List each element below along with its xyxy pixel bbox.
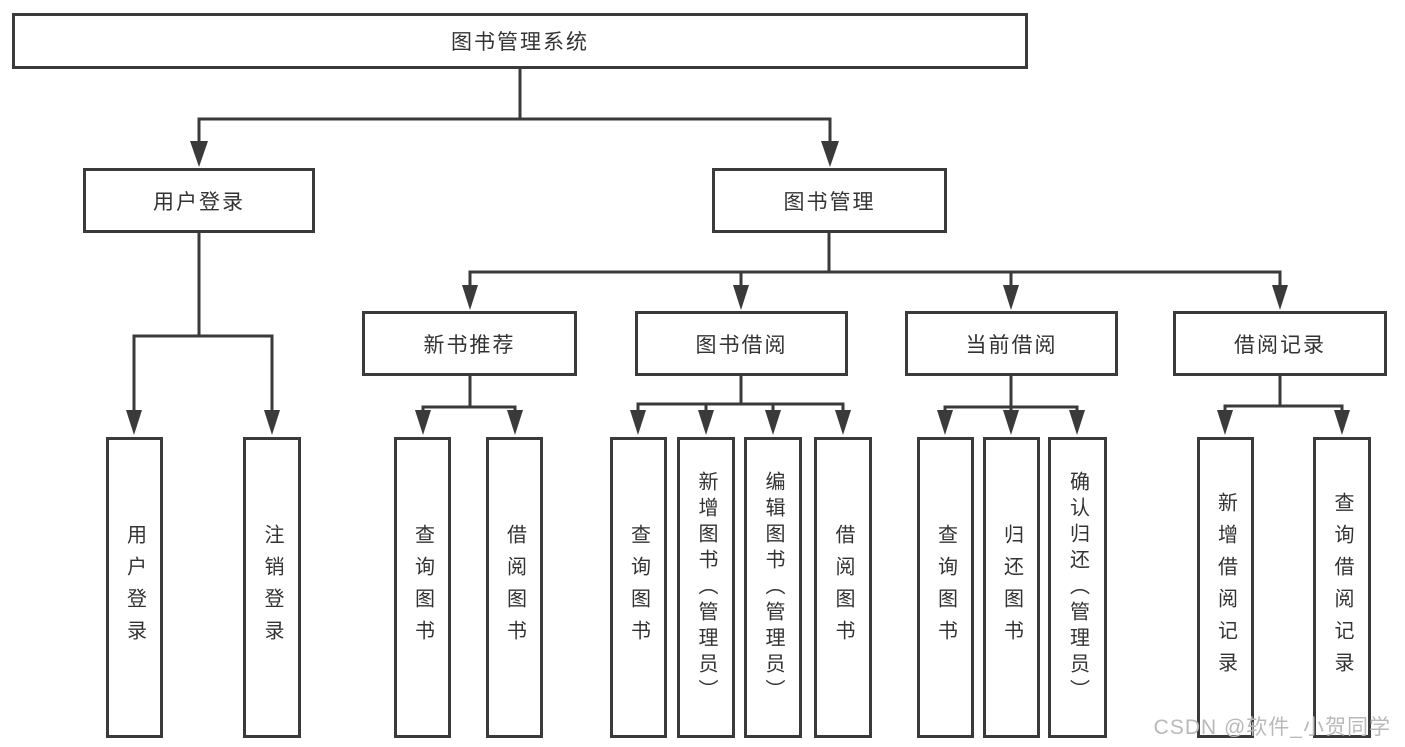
leaf-query-books-borrow: 查询图书 — [610, 437, 667, 738]
node-borrow-records-label: 借阅记录 — [1234, 333, 1326, 357]
node-new-book-recommend: 新书推荐 — [362, 311, 577, 376]
node-book-borrow: 图书借阅 — [635, 311, 848, 376]
leaf-add-borrow-record: 新增借阅记录 — [1197, 437, 1254, 738]
leaf-confirm-return-admin: 确认归还（管理员） — [1048, 437, 1107, 738]
leaf-borrow-books: 借阅图书 — [814, 437, 872, 738]
leaf-query-borrow-record-label: 查询借阅记录 — [1331, 491, 1353, 684]
csdn-watermark: CSDN @软件_小贺同学 — [1153, 716, 1391, 739]
node-current-borrow: 当前借阅 — [905, 311, 1118, 376]
leaf-user-login-label: 用户登录 — [123, 523, 146, 652]
node-new-book-recommend-label: 新书推荐 — [423, 333, 516, 357]
leaf-query-books-current-label: 查询图书 — [934, 523, 957, 652]
leaf-logout: 注销登录 — [243, 437, 301, 738]
leaf-confirm-return-admin-label: 确认归还（管理员） — [1066, 470, 1089, 705]
node-current-borrow-label: 当前借阅 — [965, 333, 1058, 357]
leaf-add-books-admin: 新增图书（管理员） — [677, 437, 735, 738]
node-book-borrow-label: 图书借阅 — [695, 333, 788, 357]
leaf-query-borrow-record: 查询借阅记录 — [1313, 437, 1371, 738]
leaf-borrow-books-recommend: 借阅图书 — [486, 437, 543, 738]
node-root: 图书管理系统 — [12, 13, 1028, 69]
leaf-return-books: 归还图书 — [983, 437, 1040, 738]
node-book-management-label: 图书管理 — [783, 190, 876, 214]
node-root-label: 图书管理系统 — [451, 31, 589, 54]
leaf-return-books-label: 归还图书 — [1000, 523, 1023, 652]
leaf-add-borrow-record-label: 新增借阅记录 — [1214, 491, 1237, 684]
leaf-borrow-books-recommend-label: 借阅图书 — [503, 523, 526, 652]
arrowheads — [126, 141, 1350, 435]
node-user-login: 用户登录 — [83, 168, 315, 233]
leaf-query-books-borrow-label: 查询图书 — [627, 523, 650, 652]
leaf-borrow-books-label: 借阅图书 — [832, 523, 854, 652]
leaf-edit-books-admin: 编辑图书（管理员） — [744, 437, 802, 738]
node-user-login-label: 用户登录 — [153, 190, 245, 214]
leaf-edit-books-admin-label: 编辑图书（管理员） — [762, 470, 784, 705]
leaf-add-books-admin-label: 新增图书（管理员） — [695, 470, 717, 705]
leaf-query-books-recommend: 查询图书 — [394, 437, 451, 738]
node-book-management: 图书管理 — [712, 168, 947, 233]
leaf-user-login: 用户登录 — [106, 437, 163, 738]
leaf-query-books-current: 查询图书 — [917, 437, 974, 738]
node-borrow-records: 借阅记录 — [1173, 311, 1387, 376]
leaf-logout-label: 注销登录 — [261, 523, 283, 652]
leaf-query-books-recommend-label: 查询图书 — [411, 523, 434, 652]
